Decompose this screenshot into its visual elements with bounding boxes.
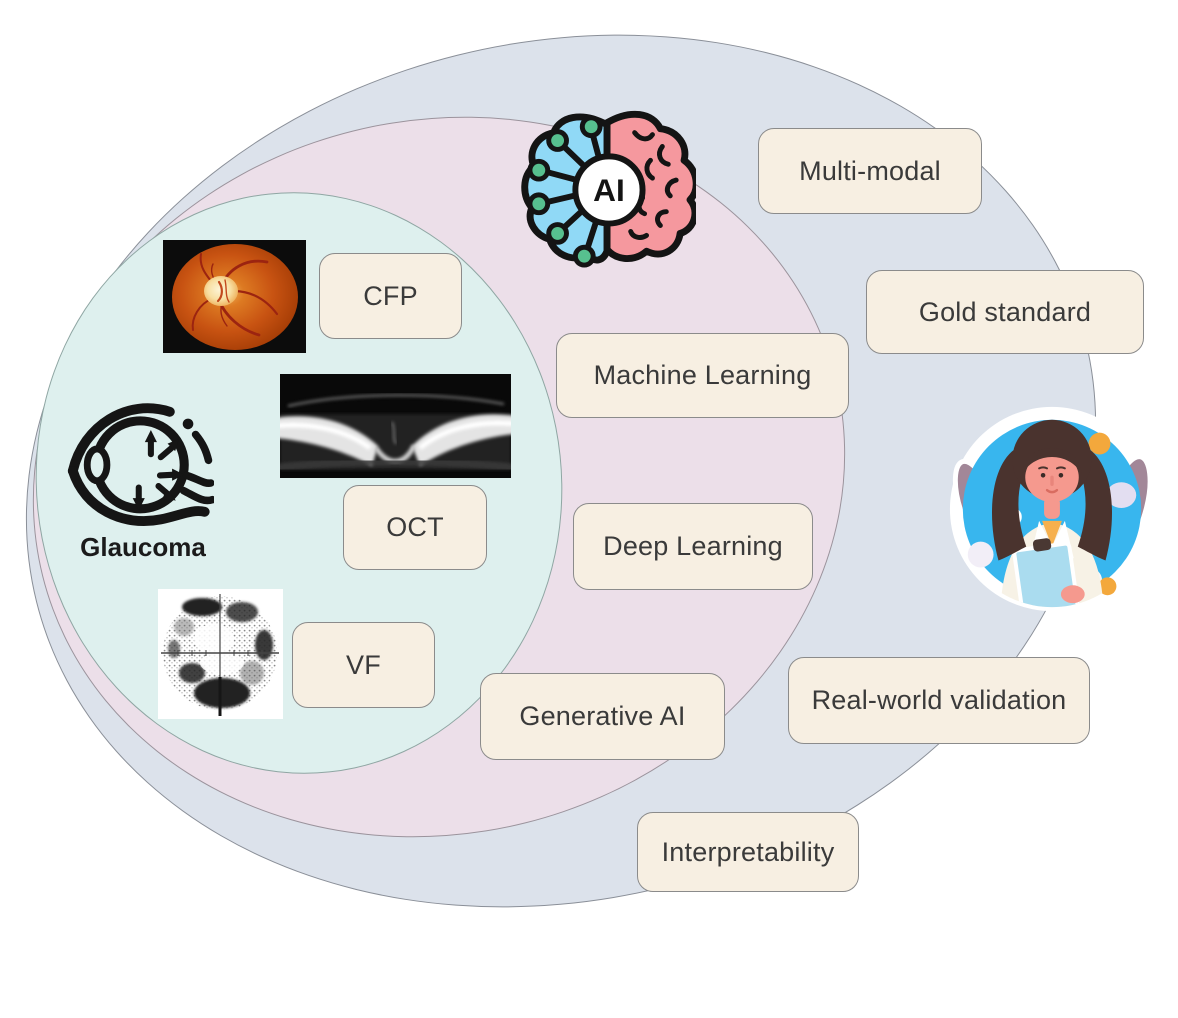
vf-image [158, 589, 283, 719]
label-multi-modal: Multi-modal [758, 128, 982, 214]
label-machine-learning: Machine Learning [556, 333, 849, 418]
label-generative-ai: Generative AI [480, 673, 725, 760]
oct-image [280, 374, 511, 478]
label-deep-learning: Deep Learning [573, 503, 813, 590]
label-vf: VF [292, 622, 435, 708]
label-cfp: CFP [319, 253, 462, 339]
label-oct: OCT [343, 485, 487, 570]
ai-badge-text: AI [593, 172, 625, 208]
label-gold-standard: Gold standard [866, 270, 1144, 354]
clinician-illustration [943, 398, 1161, 616]
glaucoma-title: Glaucoma [80, 532, 206, 562]
label-real-world-validation: Real-world validation [788, 657, 1090, 744]
glaucoma-eye-icon [62, 386, 214, 530]
ai-brain-icon: AI [518, 103, 696, 269]
cfp-image [163, 240, 306, 353]
label-interpretability: Interpretability [637, 812, 859, 892]
